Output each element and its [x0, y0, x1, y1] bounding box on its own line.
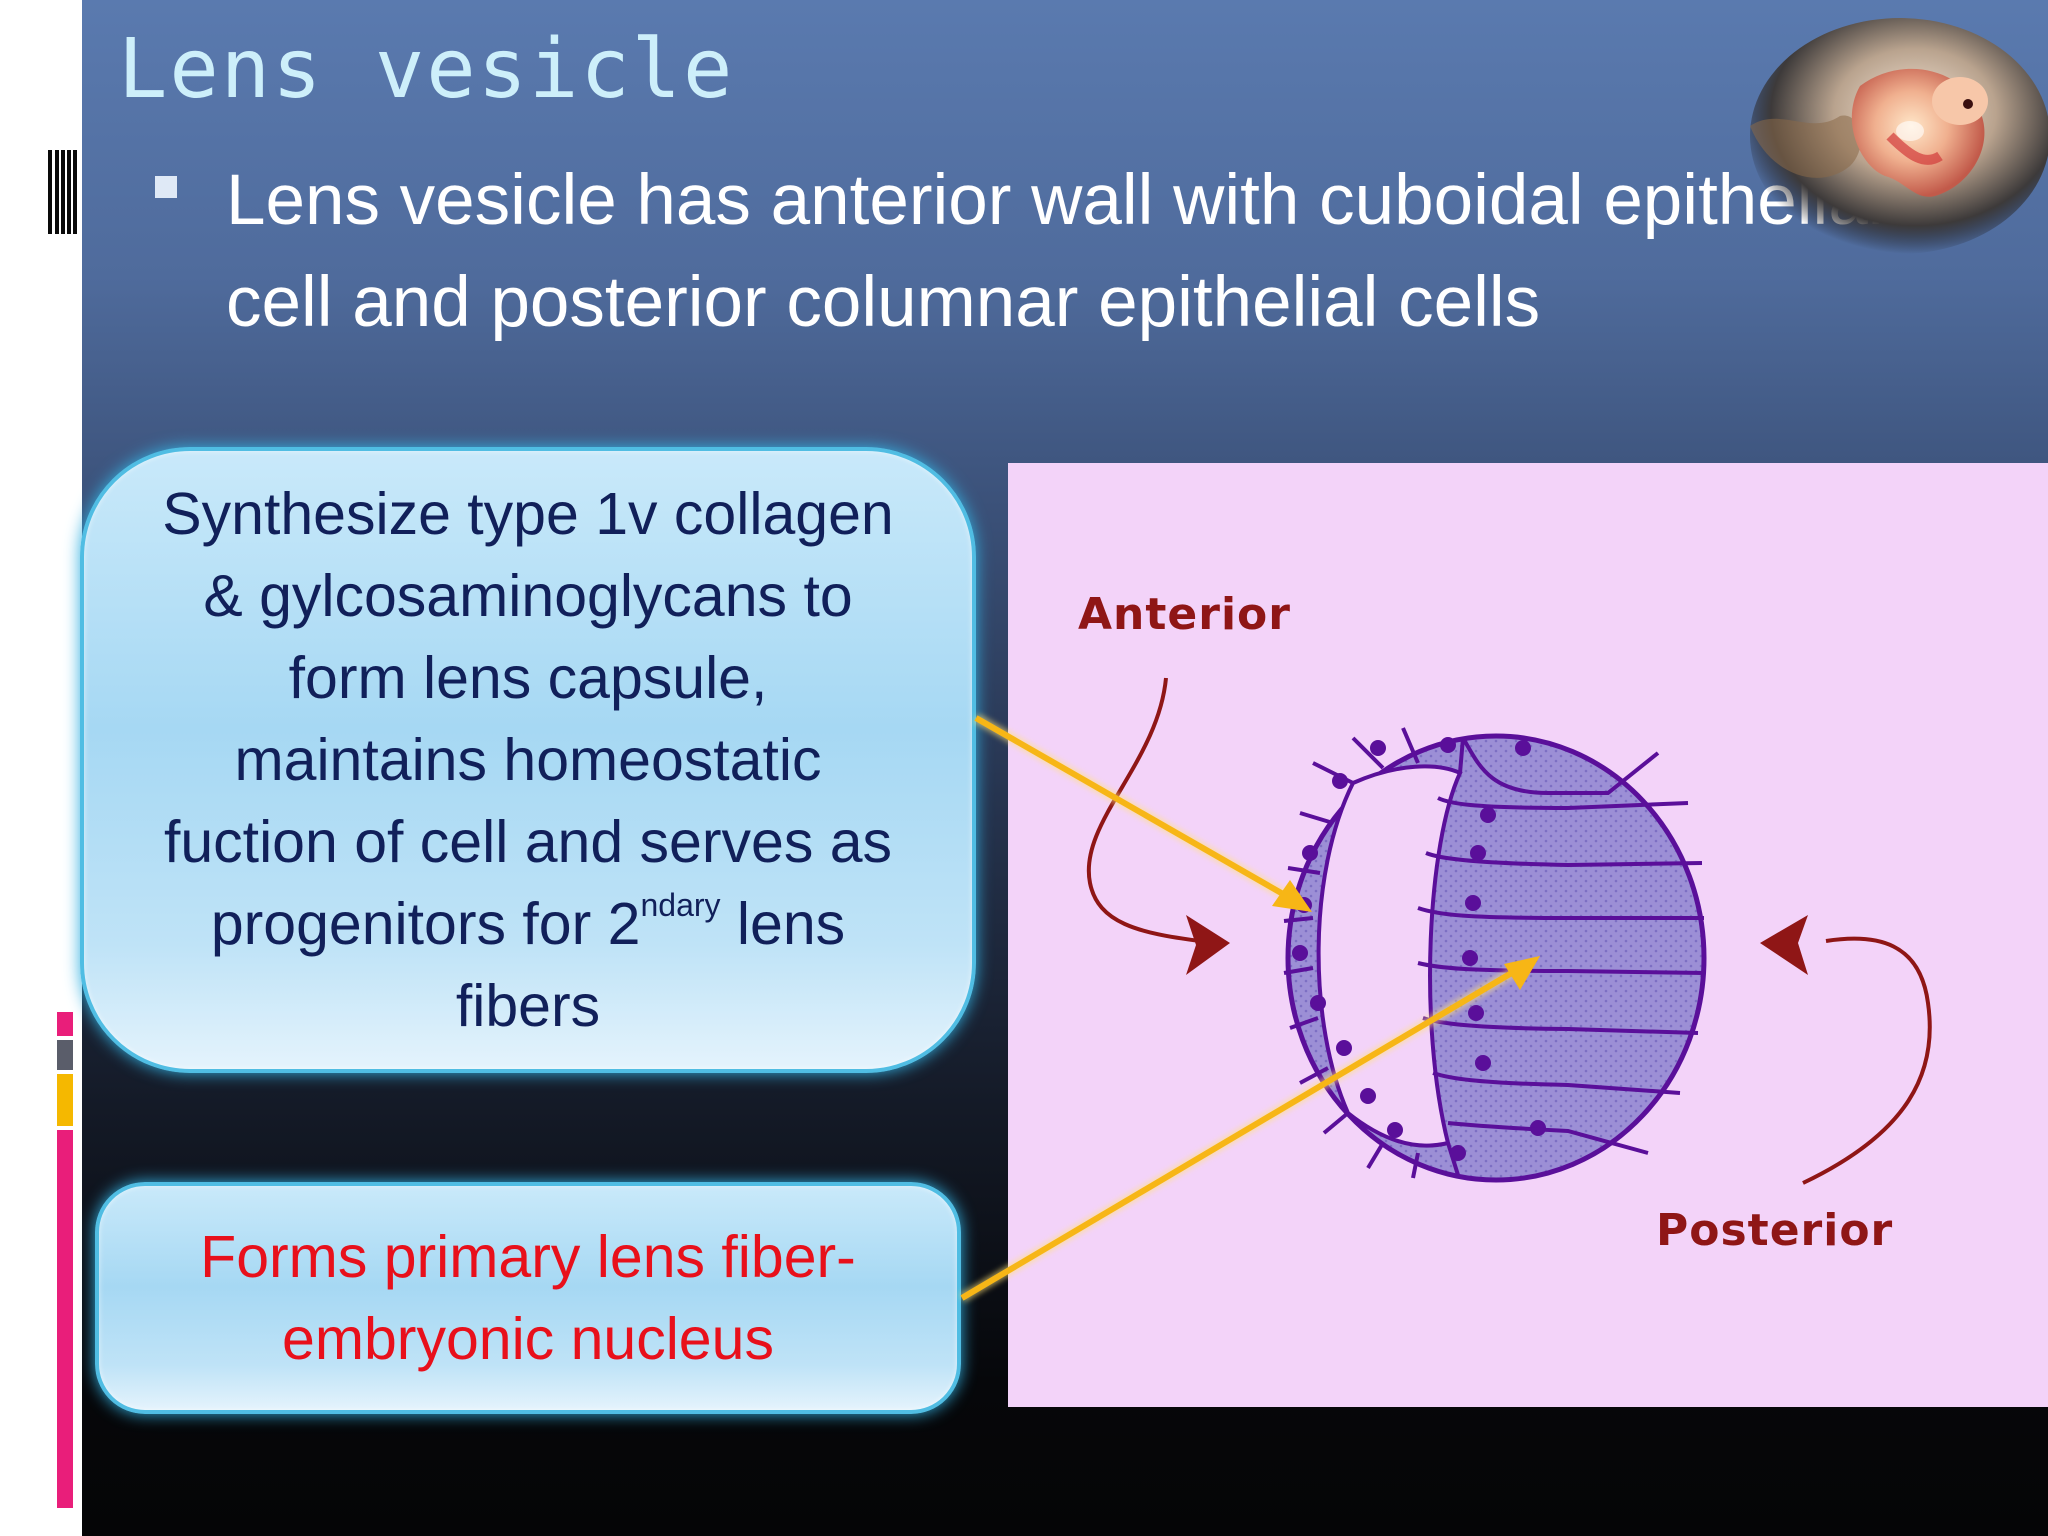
anterior-label: Anterior: [1078, 589, 1291, 640]
superscript: ndary: [640, 887, 721, 923]
callout-line: lens: [720, 891, 846, 957]
decorative-bar-pink-top: [57, 1012, 73, 1036]
posterior-label: Posterior: [1656, 1205, 1894, 1256]
callout-line: & gylcosaminoglycans to: [203, 563, 853, 629]
lens-vesicle-diagram: Anterior Posterior: [1008, 463, 2048, 1407]
bullet-text: Lens vesicle has anterior wall with cubo…: [226, 161, 1884, 342]
callout-line: Forms primary lens fiber-: [200, 1224, 856, 1290]
callout-line: Synthesize type 1v collagen: [162, 481, 894, 547]
callout-line: progenitors for 2: [210, 891, 641, 957]
decorative-bar-orange: [57, 1074, 73, 1126]
callout-line: form lens capsule,: [288, 645, 768, 711]
callout-anterior-function: Synthesize type 1v collagen & gylcosamin…: [80, 447, 976, 1073]
anterior-arrow: [1086, 677, 1201, 943]
decorative-stripes: [48, 150, 82, 234]
callout-posterior-function: Forms primary lens fiber- embryonic nucl…: [95, 1182, 961, 1414]
callout-line: fibers: [455, 973, 601, 1039]
callout-line: maintains homeostatic: [234, 727, 822, 793]
decorative-bar-gray: [57, 1040, 73, 1070]
anterior-arrowhead: [1186, 915, 1230, 975]
posterior-arrow: [1802, 936, 1932, 1185]
decorative-bar-pink: [57, 1130, 73, 1508]
embryo-photo-icon: [1750, 18, 2048, 254]
square-bullet-icon: [155, 176, 177, 198]
callout-line: embryonic nucleus: [282, 1306, 774, 1372]
callout-line: fuction of cell and serves as: [163, 809, 893, 875]
posterior-arrowhead: [1760, 915, 1808, 975]
slide-title: Lens vesicle: [118, 22, 735, 117]
callout-posterior-text: Forms primary lens fiber- embryonic nucl…: [200, 1216, 856, 1380]
callout-anterior-text: Synthesize type 1v collagen & gylcosamin…: [162, 473, 893, 1047]
